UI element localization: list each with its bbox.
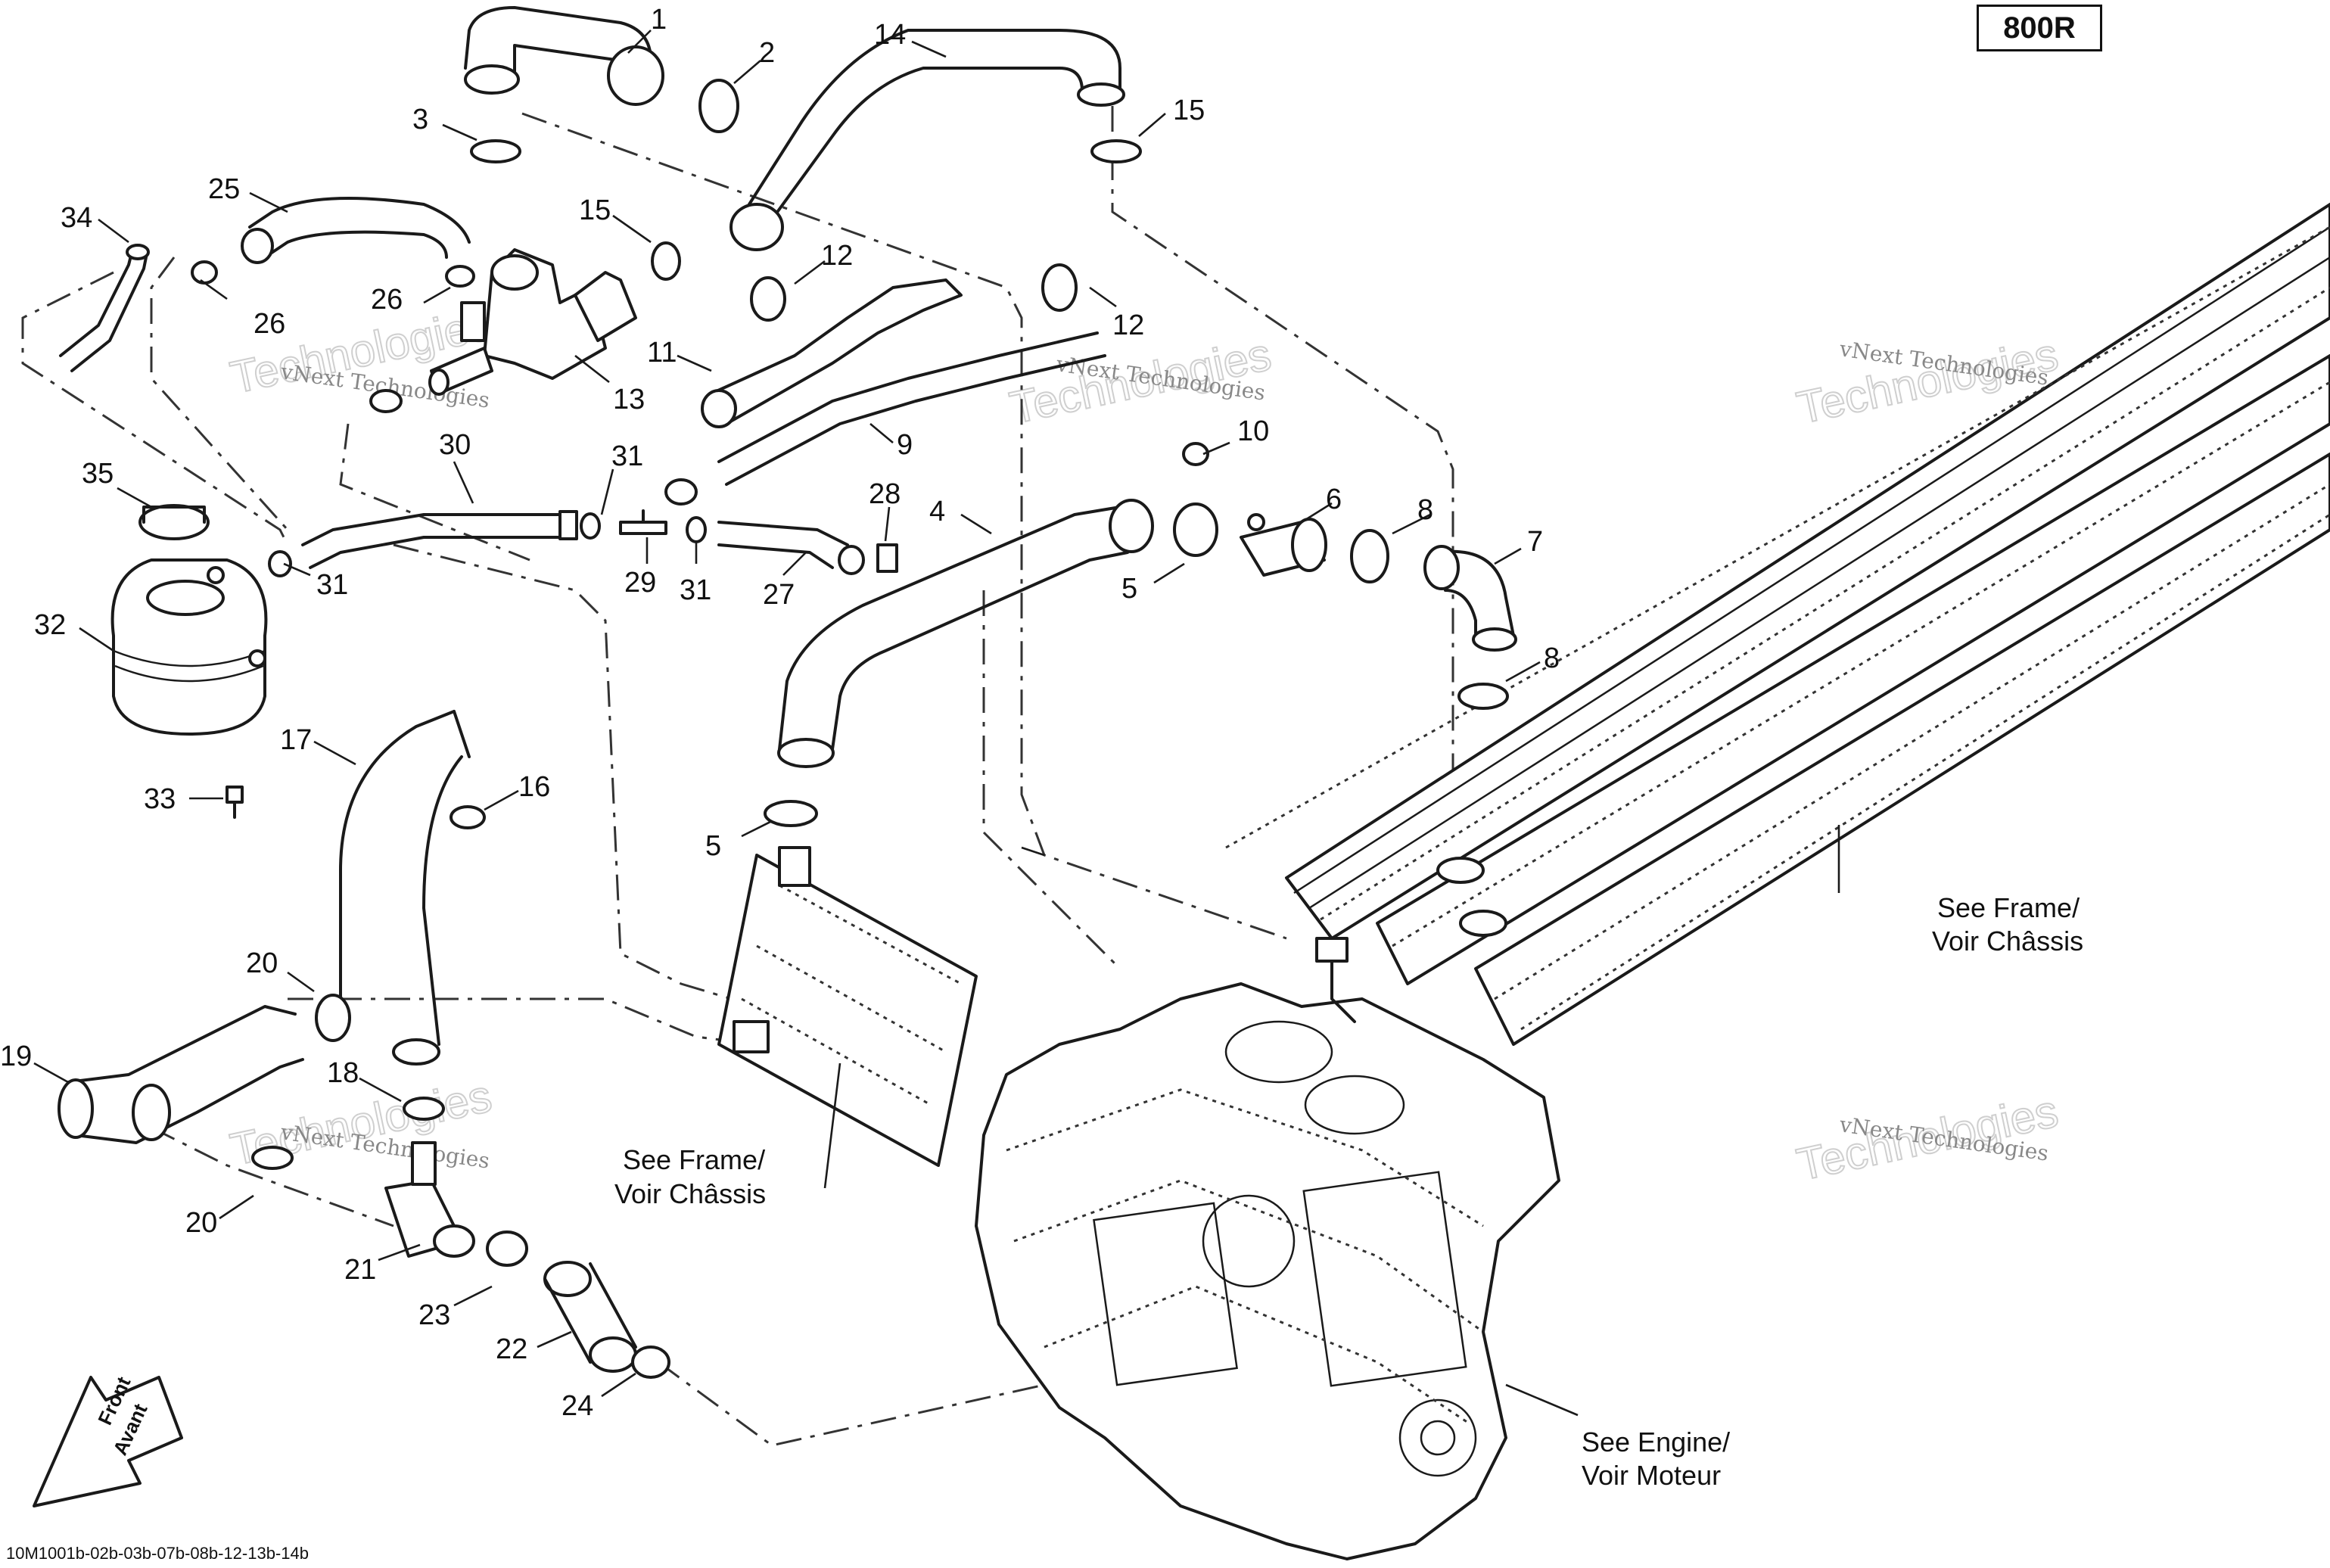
callout: 23 [418,1299,450,1331]
routing-lines [21,106,1454,1447]
see-frame-note-right: Voir Châssis [1932,926,2083,957]
callout: 14 [874,19,906,51]
callout: 33 [144,783,176,815]
hoses [58,6,1517,1373]
callout: 30 [439,429,471,461]
callout: 8 [1544,642,1560,674]
callout: 11 [647,337,677,369]
document-id: 10M1001b-02b-03b-07b-08b-12-13b-14b [6,1544,309,1563]
reference-notes: See Frame/ Voir Châssis See Frame/ Voir … [614,892,2083,1491]
callout: 29 [624,567,656,599]
callout: 16 [518,771,550,803]
callout: 13 [613,384,645,415]
callout: 34 [61,202,92,234]
callout: 31 [316,569,348,601]
frame-rails [1225,203,2330,1046]
callout: 28 [869,478,901,510]
front-arrow: Front Avant [33,1373,183,1507]
see-frame-note-right: See Frame/ [1937,892,2080,923]
clamps [191,79,1509,1379]
callout: 20 [246,947,278,979]
fittings [110,248,1327,1258]
callout: 5 [705,830,721,862]
see-frame-note-center: See Frame/ [623,1144,765,1175]
callout: 8 [1417,494,1433,526]
callout: 4 [929,496,945,527]
engine-block [975,937,1560,1560]
see-engine-note: See Engine/ [1582,1426,1730,1458]
callout: 2 [759,37,775,69]
callouts: 1 2 3 14 15 25 34 15 12 26 26 12 11 13 9… [0,4,1560,1422]
see-frame-note-center: Voir Châssis [614,1178,766,1209]
callout: 27 [763,579,795,611]
see-engine-note: Voir Moteur [1582,1460,1721,1491]
callout: 3 [412,104,428,135]
callout: 7 [1527,526,1543,558]
center-radiator [717,846,978,1167]
callout: 1 [651,4,667,36]
callout: 15 [579,194,611,226]
callout: 31 [680,574,711,606]
callout: 31 [611,440,643,472]
callout: 26 [254,308,285,340]
callout: 15 [1173,95,1205,126]
callout: 5 [1121,573,1137,605]
model-badge: 800R [1977,5,2102,51]
callout: 19 [0,1041,32,1072]
callout: 12 [1112,310,1144,341]
callout: 35 [82,458,114,490]
callout: 25 [208,173,240,205]
callout: 21 [344,1254,376,1286]
callout: 32 [34,609,66,641]
callout: 24 [562,1390,593,1422]
callout: 10 [1237,415,1269,447]
callout: 22 [496,1333,527,1365]
callout: 6 [1326,484,1342,515]
callout: 20 [185,1207,217,1239]
callout: 26 [371,284,403,316]
callout: 18 [327,1057,359,1089]
callout: 9 [897,429,913,461]
leader-lines [33,30,1840,1417]
callout: 17 [280,724,312,756]
callout: 12 [821,240,853,272]
